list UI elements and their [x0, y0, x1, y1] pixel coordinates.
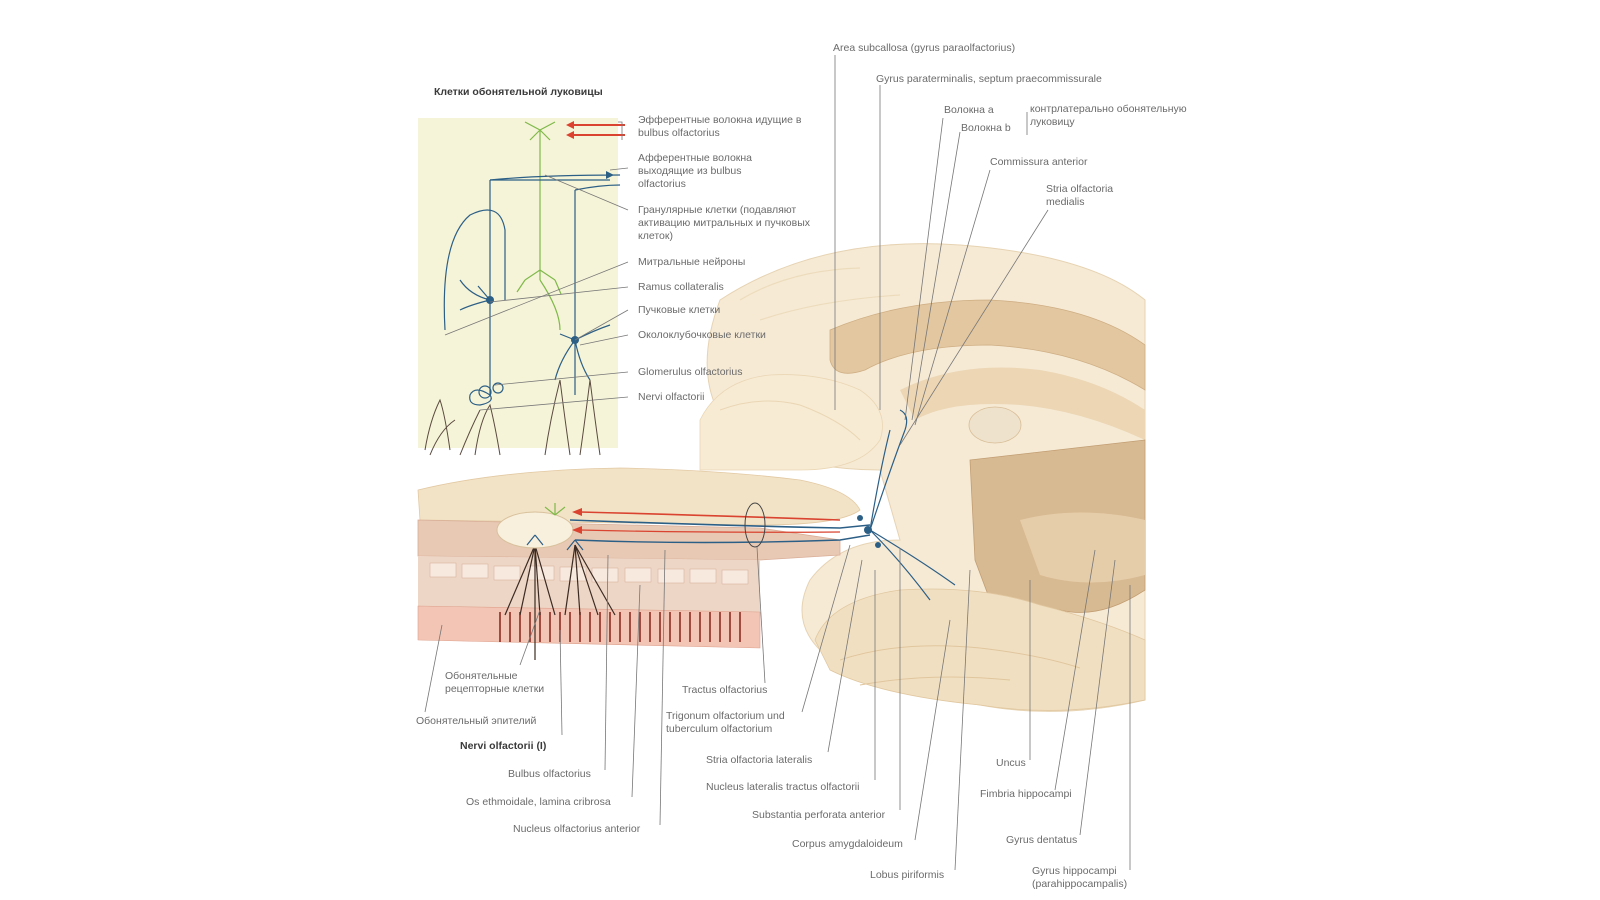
label-nucleus-lateralis: Nucleus lateralis tractus olfactorii: [706, 781, 859, 793]
label-receptor-cells: Обонятельные рецепторные клетки: [445, 670, 544, 695]
label-gyrus-paraterminalis: Gyrus paraterminalis, septum praecommiss…: [876, 73, 1102, 85]
label-gyrus-dentatus: Gyrus dentatus: [1006, 834, 1077, 846]
label-substantia: Substantia perforata anterior: [752, 809, 886, 821]
label-glomerulus: Glomerulus olfactorius: [638, 366, 742, 378]
label-tractus: Tractus olfactorius: [682, 684, 767, 696]
label-nucleus-anterior: Nucleus olfactorius anterior: [513, 823, 641, 835]
label-nervi-inset: Nervi olfactorii: [638, 391, 705, 403]
label-periglomerular: Околоклубочковые клетки: [638, 329, 766, 341]
leader-lines: [424, 55, 1131, 871]
labels: Клетки обонятельной луковицы Area subcal…: [416, 42, 1187, 890]
label-area-subcallosa: Area subcallosa (gyrus paraolfactorius): [833, 42, 1015, 54]
label-nervi-main: Nervi olfactorii (I): [460, 740, 546, 752]
label-fimbria: Fimbria hippocampi: [980, 788, 1072, 800]
label-corpus-amygdaloideum: Corpus amygdaloideum: [792, 838, 903, 850]
label-uncus: Uncus: [996, 757, 1026, 769]
label-commissura-anterior: Commissura anterior: [990, 156, 1088, 168]
label-bulbus: Bulbus olfactorius: [508, 768, 591, 780]
label-efferent: Эфферентные волокна идущие в bulbus olfa…: [638, 114, 801, 139]
inset-cells-panel: [418, 118, 625, 456]
label-os-ethmoidale: Os ethmoidale, lamina cribrosa: [466, 796, 611, 808]
label-lobus-piriformis: Lobus piriformis: [870, 869, 944, 881]
label-fibers-note: контрлатерально обонятельную луковицу: [1030, 103, 1187, 128]
label-ramus: Ramus collateralis: [638, 281, 724, 293]
label-stria-medialis: Stria olfactoria medialis: [1046, 183, 1113, 208]
brain-illustration: [417, 243, 1146, 712]
label-fibers-a: Волокна a: [944, 104, 994, 116]
label-stria-lateralis: Stria olfactoria lateralis: [706, 754, 812, 766]
label-afferent: Афферентные волокна выходящие из bulbus …: [638, 152, 752, 190]
label-granular: Гранулярные клетки (подавляют активацию …: [638, 204, 810, 242]
label-mitral: Митральные нейроны: [638, 256, 745, 268]
label-trigonum: Trigonum olfactorium und tuberculum olfa…: [666, 710, 785, 735]
label-epithelium: Обонятельный эпителий: [416, 715, 536, 727]
label-gyrus-hippocampi: Gyrus hippocampi (parahippocampalis): [1032, 865, 1127, 890]
label-fibers-b: Волокна b: [961, 122, 1011, 134]
inset-title: Клетки обонятельной луковицы: [434, 86, 603, 98]
label-tufted: Пучковые клетки: [638, 304, 720, 316]
